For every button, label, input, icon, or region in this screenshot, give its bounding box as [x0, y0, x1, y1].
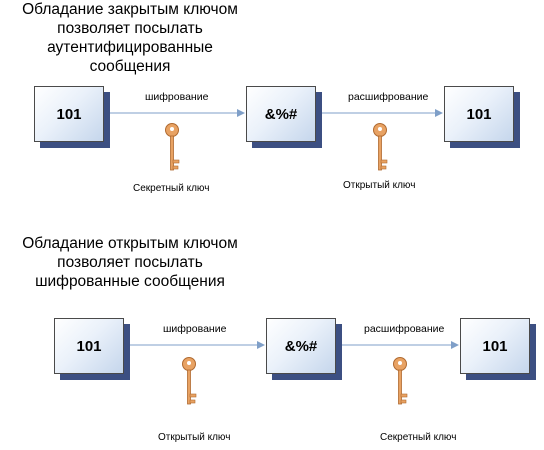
title-line: Обладание закрытым ключом — [22, 1, 238, 18]
title-line: позволяет посылать — [57, 20, 203, 37]
result-box: 101 — [460, 318, 530, 374]
encrypt-key-label: Секретный ключ — [133, 183, 210, 194]
ciphertext-box: &%# — [266, 318, 336, 374]
title-line: Обладание открытым ключом — [22, 235, 238, 252]
title-line: позволяет посылать — [57, 254, 203, 271]
title-line: шифрованные сообщения — [35, 273, 225, 290]
key-icon — [165, 123, 180, 171]
scheme-encrypt-title: Обладание открытым ключом позволяет посы… — [20, 234, 240, 291]
scheme-auth-title: Обладание закрытым ключом позволяет посы… — [20, 0, 240, 76]
plaintext-box: 101 — [54, 318, 124, 374]
key-icon — [373, 123, 388, 171]
decrypt-key-label: Секретный ключ — [380, 432, 457, 443]
encrypt-label: шифрование — [163, 323, 227, 335]
key-icon — [393, 357, 408, 405]
ciphertext-box: &%# — [246, 86, 316, 142]
encrypt-label: шифрование — [145, 91, 209, 103]
decrypt-label: расшифрование — [348, 91, 429, 103]
encrypt-key-label: Открытый ключ — [158, 432, 231, 443]
decrypt-label: расшифрование — [364, 323, 445, 335]
decrypt-key-label: Открытый ключ — [343, 180, 416, 191]
plaintext-box: 101 — [34, 86, 104, 142]
result-box: 101 — [444, 86, 514, 142]
title-line: сообщения — [89, 58, 171, 75]
key-icon — [182, 357, 197, 405]
title-line: аутентифицированные — [47, 39, 213, 56]
